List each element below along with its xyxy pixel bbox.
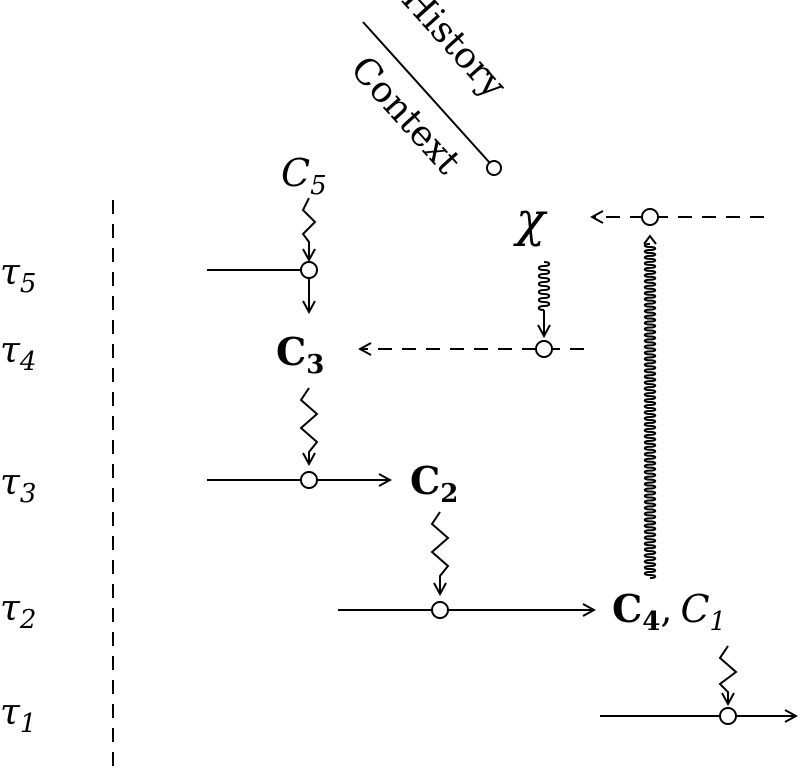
chi-input-node [641,208,659,226]
c3-influence-arrow [299,387,319,464]
tau3-node [300,471,318,489]
tau4-node [535,340,553,358]
tau5-node [300,261,318,279]
tau1-node [719,707,737,725]
tau-3-label: τ3 [0,462,36,509]
tau-5-label: τ5 [0,252,36,299]
c2-influence-arrow [430,511,450,594]
tau-1-label: τ1 [0,692,36,739]
c4-c1-label: C4,C1 [612,586,726,637]
history-context-endpoint [486,160,502,176]
c4-coil-arrowhead [643,234,657,245]
chi-label: χ [513,192,548,248]
c5-label: C5 [281,151,327,201]
tau2-node [431,601,449,619]
tau-2-label: τ2 [0,588,36,635]
chi-to-tau4-coil [537,261,551,311]
history-context-divider [362,21,490,163]
c2-label: C2 [410,458,458,509]
tau-4-label: τ4 [0,330,36,377]
c3-label: C3 [276,329,324,380]
c5-influence-arrow [301,197,317,260]
c4-to-chi-coil [643,243,657,579]
c1-influence-arrow [718,645,738,704]
